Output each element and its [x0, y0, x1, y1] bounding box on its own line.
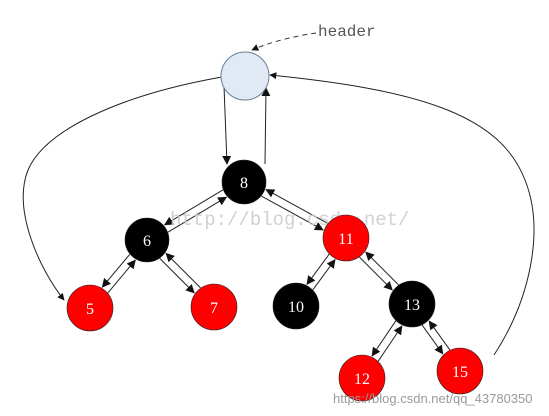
node-circle-12	[338, 354, 386, 402]
tree-node-11: 11	[322, 214, 370, 262]
tree-nodes: 8 6 11 5 7 10 13 12 15	[66, 51, 484, 402]
edge-6-to-5	[101, 253, 131, 288]
node-circle-15	[436, 347, 484, 395]
node-circle-6	[124, 217, 170, 263]
edge-11-to-10	[306, 253, 330, 286]
edge-13-to-15	[421, 324, 444, 355]
tree-node-7: 7	[190, 283, 238, 331]
tree-node-6: 6	[124, 217, 170, 263]
footer-watermark: https://blog.csdn.net/qq_43780350	[333, 391, 533, 406]
node-label-12: 12	[354, 371, 370, 388]
node-label-13: 13	[404, 297, 420, 314]
edge-11-to-8	[265, 189, 329, 224]
edge-7-to-6	[165, 252, 201, 289]
edge-6-to-8	[167, 196, 228, 233]
edge-5-to-6	[107, 259, 136, 294]
node-label-11: 11	[338, 231, 353, 248]
edge-12-to-13	[377, 325, 403, 362]
node-label-6: 6	[143, 233, 151, 250]
node-label-7: 7	[210, 300, 218, 317]
tree-node-8: 8	[221, 159, 267, 205]
edge-8-to-11	[261, 195, 324, 231]
tree-node-15: 15	[436, 347, 484, 395]
node-label-10: 10	[288, 299, 304, 316]
tree-node-10: 10	[272, 282, 320, 330]
rightmost-to-header-link	[269, 72, 535, 356]
header-label: header	[318, 23, 376, 41]
header-to-leftmost-link	[22, 76, 223, 301]
tree-edges	[101, 85, 451, 362]
edge-8-to-header	[261, 87, 271, 165]
header-pointer-arrow	[251, 32, 317, 51]
tree-node-12: 12	[338, 354, 386, 402]
header-node	[220, 51, 270, 101]
tree-node-5: 5	[66, 284, 114, 332]
edge-13-to-11	[365, 251, 399, 286]
node-label-5: 5	[86, 301, 94, 318]
node-circle-5	[66, 284, 114, 332]
node-circle-10	[272, 282, 320, 330]
edge-8-to-6	[163, 189, 224, 226]
edge-13-to-12	[371, 320, 397, 357]
edge-6-to-7	[159, 258, 195, 294]
node-circle-7	[190, 283, 238, 331]
node-circle-11	[322, 214, 370, 262]
edge-10-to-11	[312, 258, 336, 291]
tree-node-13: 13	[388, 280, 436, 328]
node-circle-8	[221, 159, 267, 205]
edge-15-to-13	[428, 320, 451, 351]
watermark-text: http://blog.csdn.net/	[170, 209, 409, 231]
edge-header-to-8	[222, 85, 232, 165]
edge-11-to-13	[359, 256, 393, 291]
node-label-8: 8	[240, 175, 248, 192]
node-circle-13	[388, 280, 436, 328]
node-label-15: 15	[452, 364, 468, 381]
